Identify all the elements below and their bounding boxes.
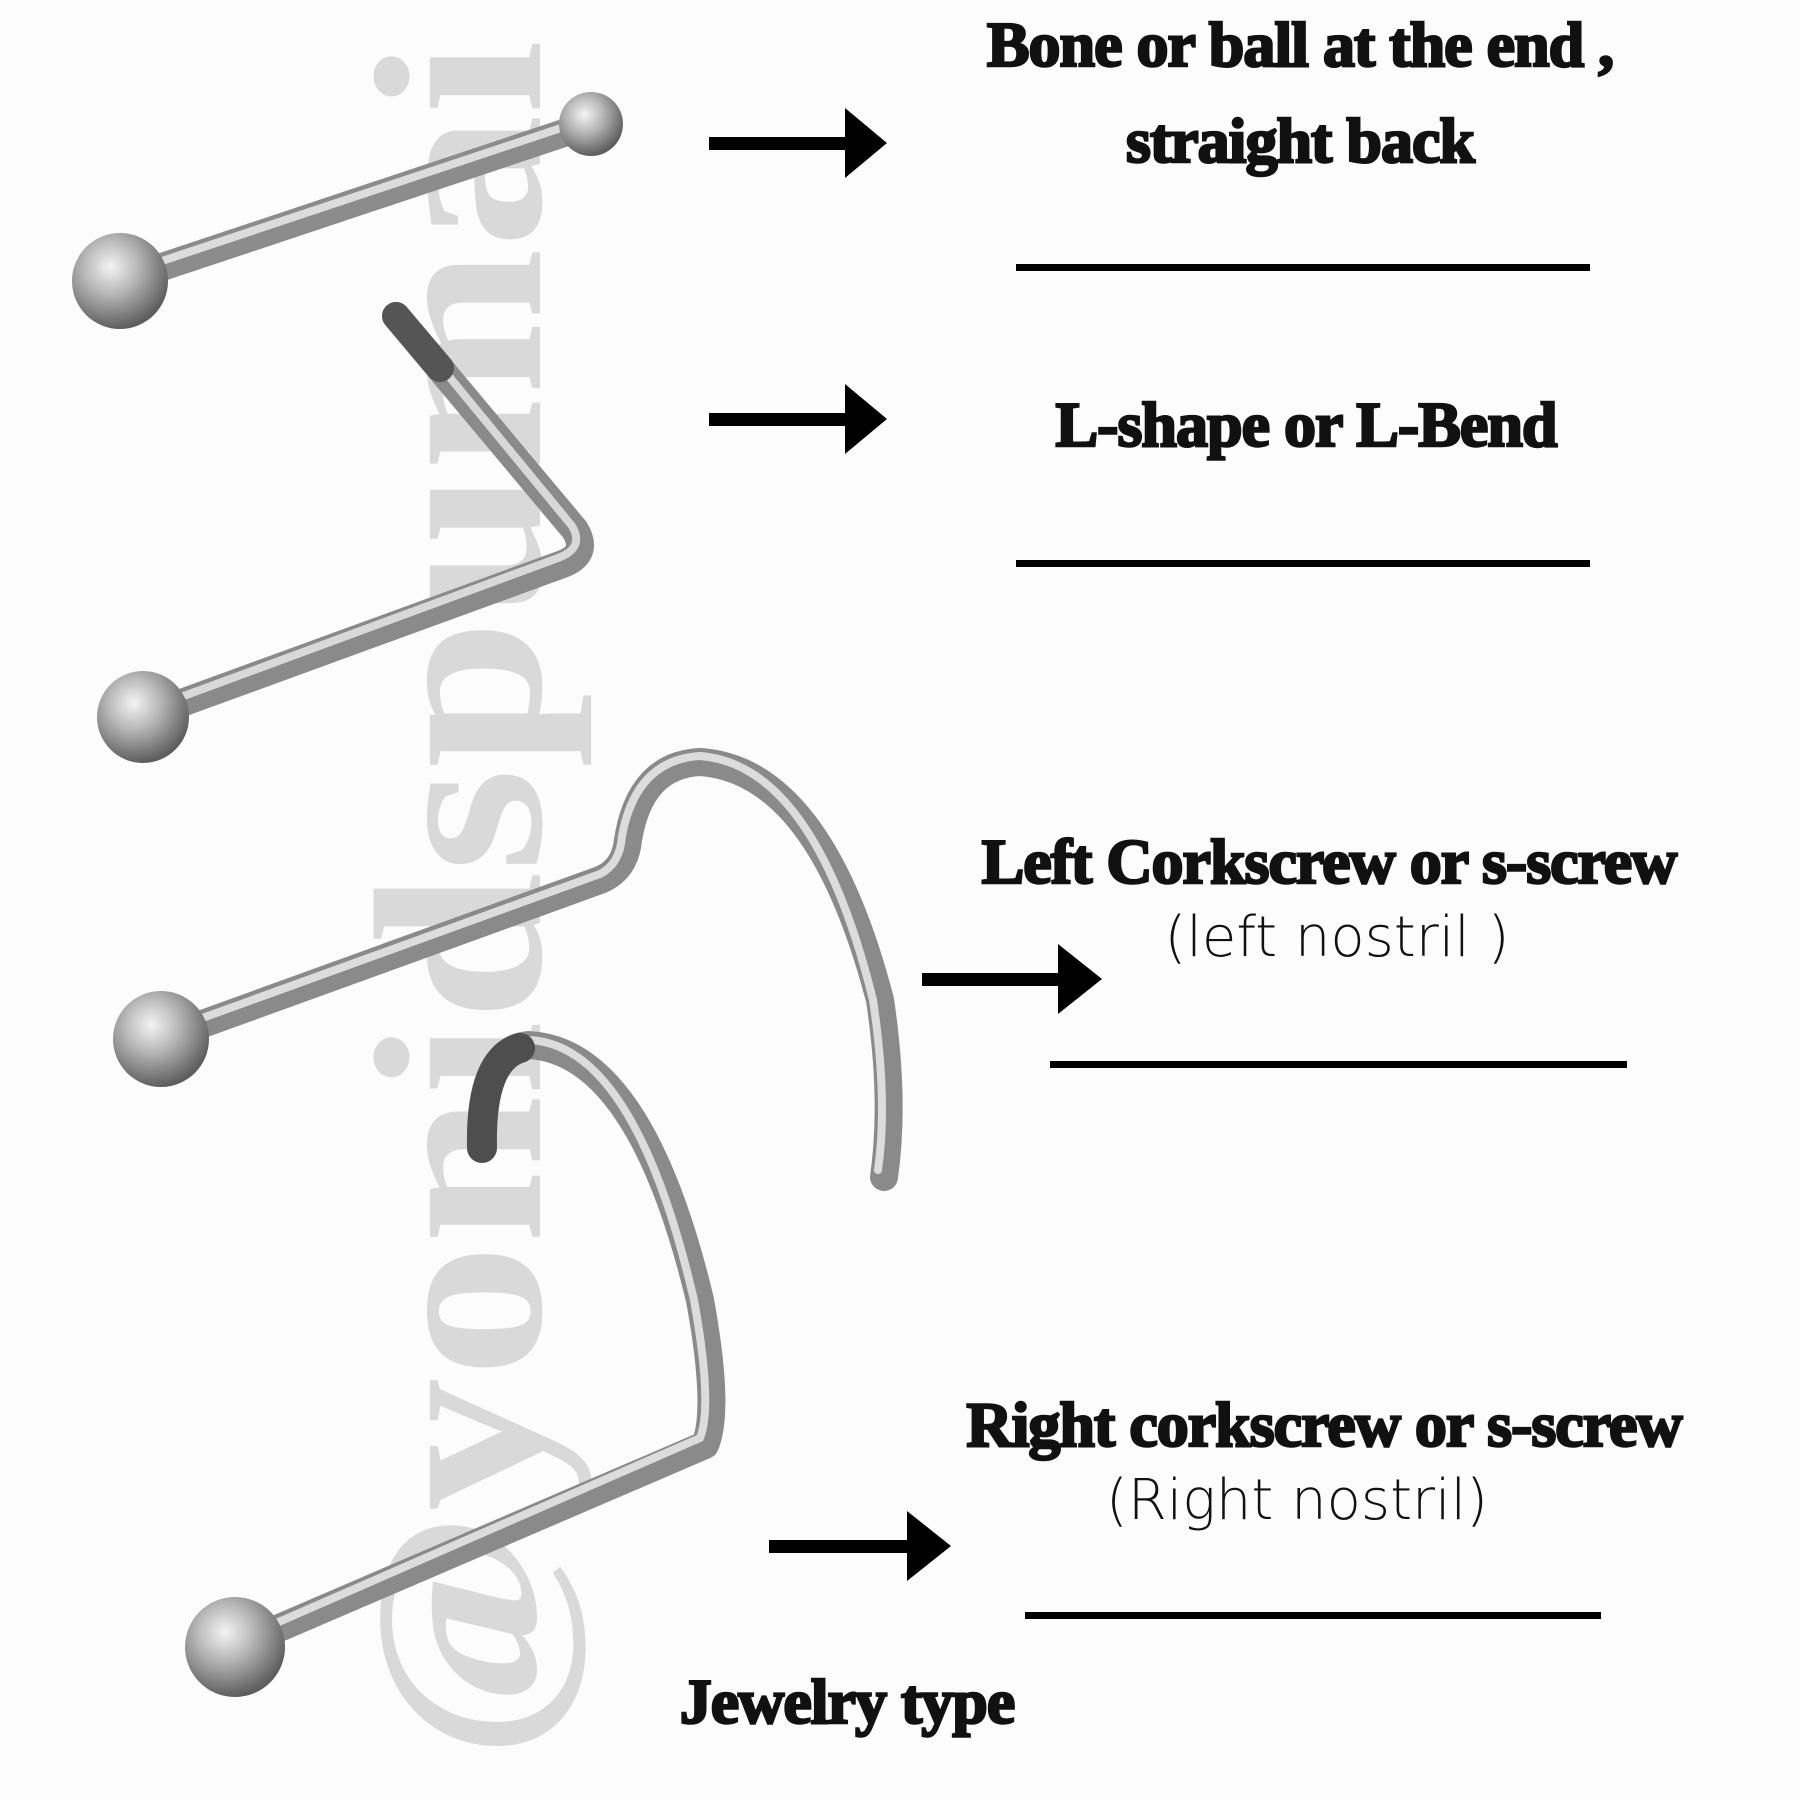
left-corkscrew-stud-image [113, 748, 903, 1191]
item-3-title: Left Corkscrew or s-screw [980, 825, 1678, 899]
arrow-icon [922, 944, 1102, 1014]
answer-line-4 [1025, 1612, 1601, 1619]
arrow-icon [769, 1511, 951, 1581]
caption: Jewelry type [678, 1665, 1016, 1739]
item-3-subtitle: (left nostril ) [1164, 905, 1510, 970]
arrow-icon [709, 108, 887, 178]
answer-line-2 [1016, 560, 1590, 567]
answer-line-1 [1016, 264, 1590, 271]
l-bend-stud-image [97, 302, 594, 763]
answer-line-3 [1050, 1061, 1627, 1068]
right-corkscrew-stud-image [185, 1031, 726, 1697]
item-4-subtitle: (Right nostril) [1105, 1468, 1489, 1533]
item-1-title-line1: Bone or ball at the end , [986, 8, 1616, 82]
item-4-title: Right corkscrew or s-screw [965, 1388, 1684, 1462]
nose-bone-stud-image [72, 92, 623, 329]
item-1-title-line2: straight back [1125, 104, 1476, 178]
arrow-icon [709, 384, 887, 454]
item-2-title: L-shape or L-Bend [1054, 388, 1559, 462]
